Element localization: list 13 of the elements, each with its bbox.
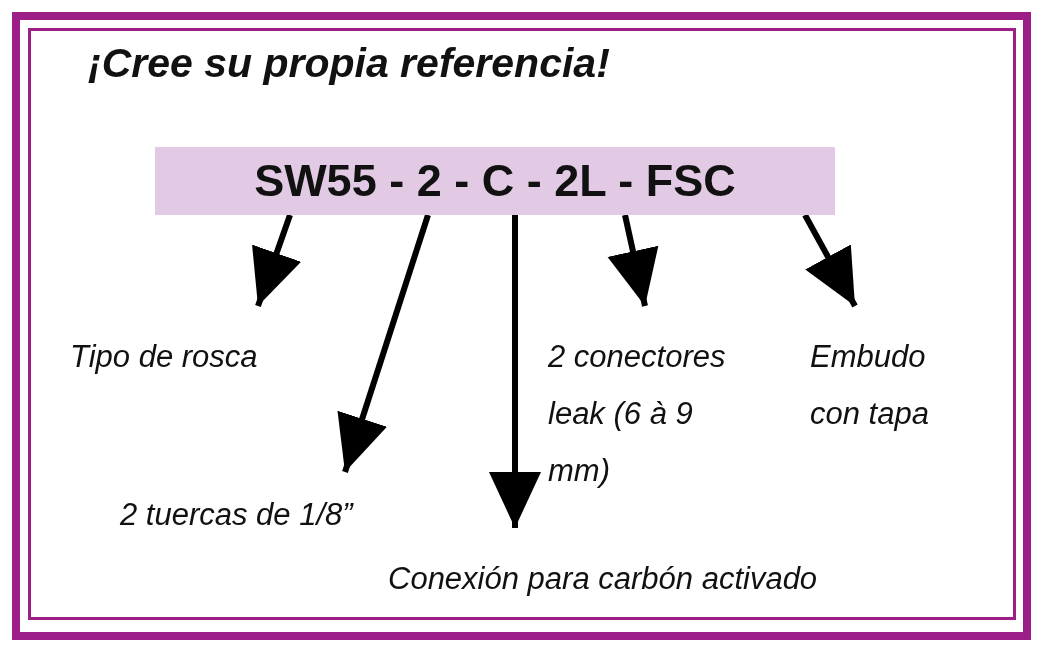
title: ¡Cree su propia referencia!	[88, 40, 610, 87]
arrow	[489, 215, 541, 528]
description-label: 2 tuercas de 1/8”	[120, 496, 355, 534]
arrow	[607, 214, 659, 307]
arrow	[802, 213, 858, 308]
reference-code-band	[155, 147, 835, 215]
arrow	[337, 214, 431, 473]
description-label: Conexión para carbón activado	[388, 560, 819, 598]
description-label: 2 conectores leak (6 à 9 mm)	[548, 338, 727, 490]
description-label: Tipo de rosca	[70, 338, 259, 376]
reference-code: SW55 - 2 - C - 2L - FSC	[254, 155, 736, 207]
arrow	[252, 214, 302, 307]
description-label: Embudo con tapa	[810, 338, 930, 433]
